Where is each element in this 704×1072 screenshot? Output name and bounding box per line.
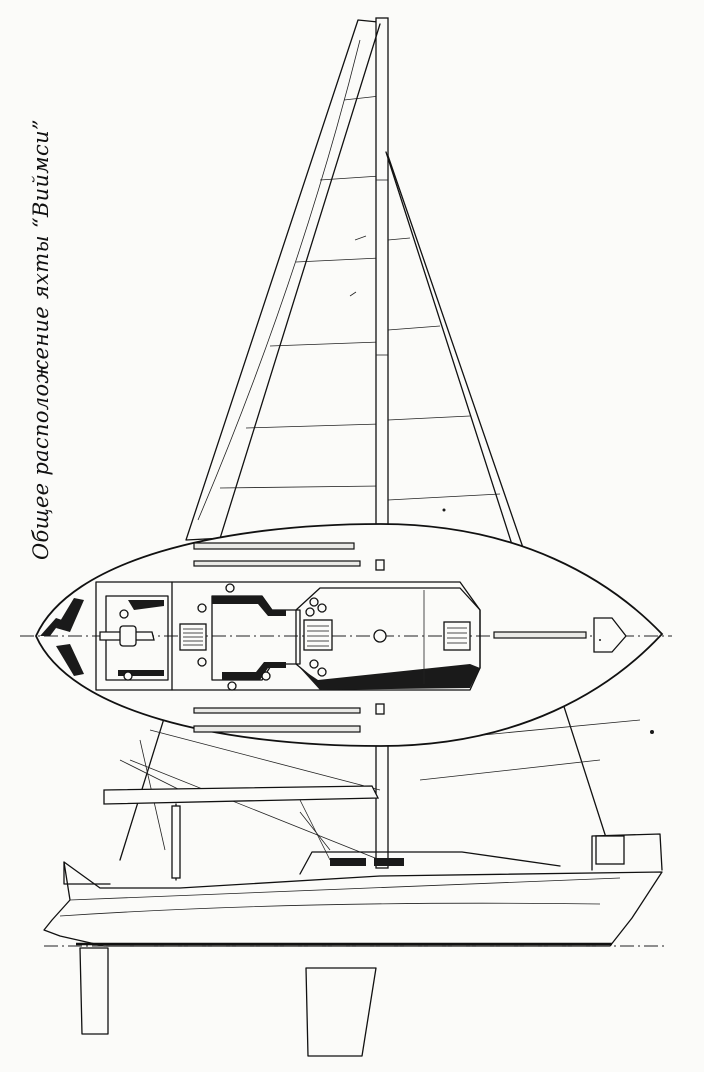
headsail (385, 149, 531, 581)
deck-plan (20, 523, 672, 747)
boom (103, 785, 380, 881)
mainsail (185, 19, 381, 541)
hull-profile (43, 799, 668, 1057)
